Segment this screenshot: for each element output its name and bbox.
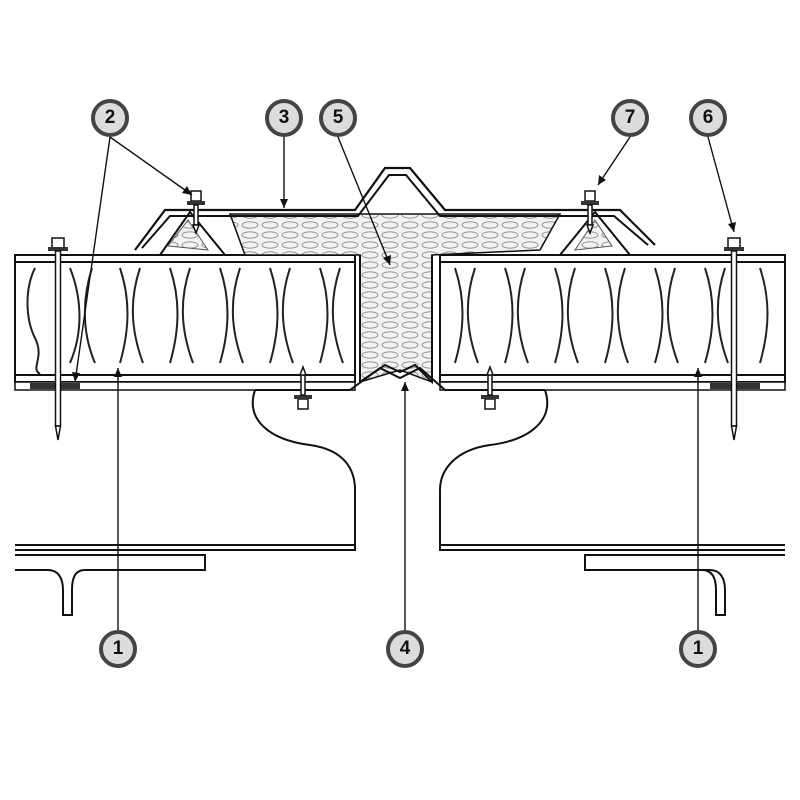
- support-beam: [15, 366, 785, 616]
- callout-3: 3: [265, 99, 303, 137]
- joint-insulation-fill: [228, 213, 562, 384]
- callout-7: 7: [611, 99, 649, 137]
- leader-arrowheads: [72, 175, 736, 391]
- callout-5: 5: [319, 99, 357, 137]
- leader-lines: [74, 136, 735, 630]
- callout-2: 2: [91, 99, 129, 137]
- callout-1-right: 1: [679, 630, 717, 668]
- callout-1-left: 1: [99, 630, 137, 668]
- right-panel: [439, 254, 786, 391]
- callout-6: 6: [689, 99, 727, 137]
- callout-4: 4: [386, 630, 424, 668]
